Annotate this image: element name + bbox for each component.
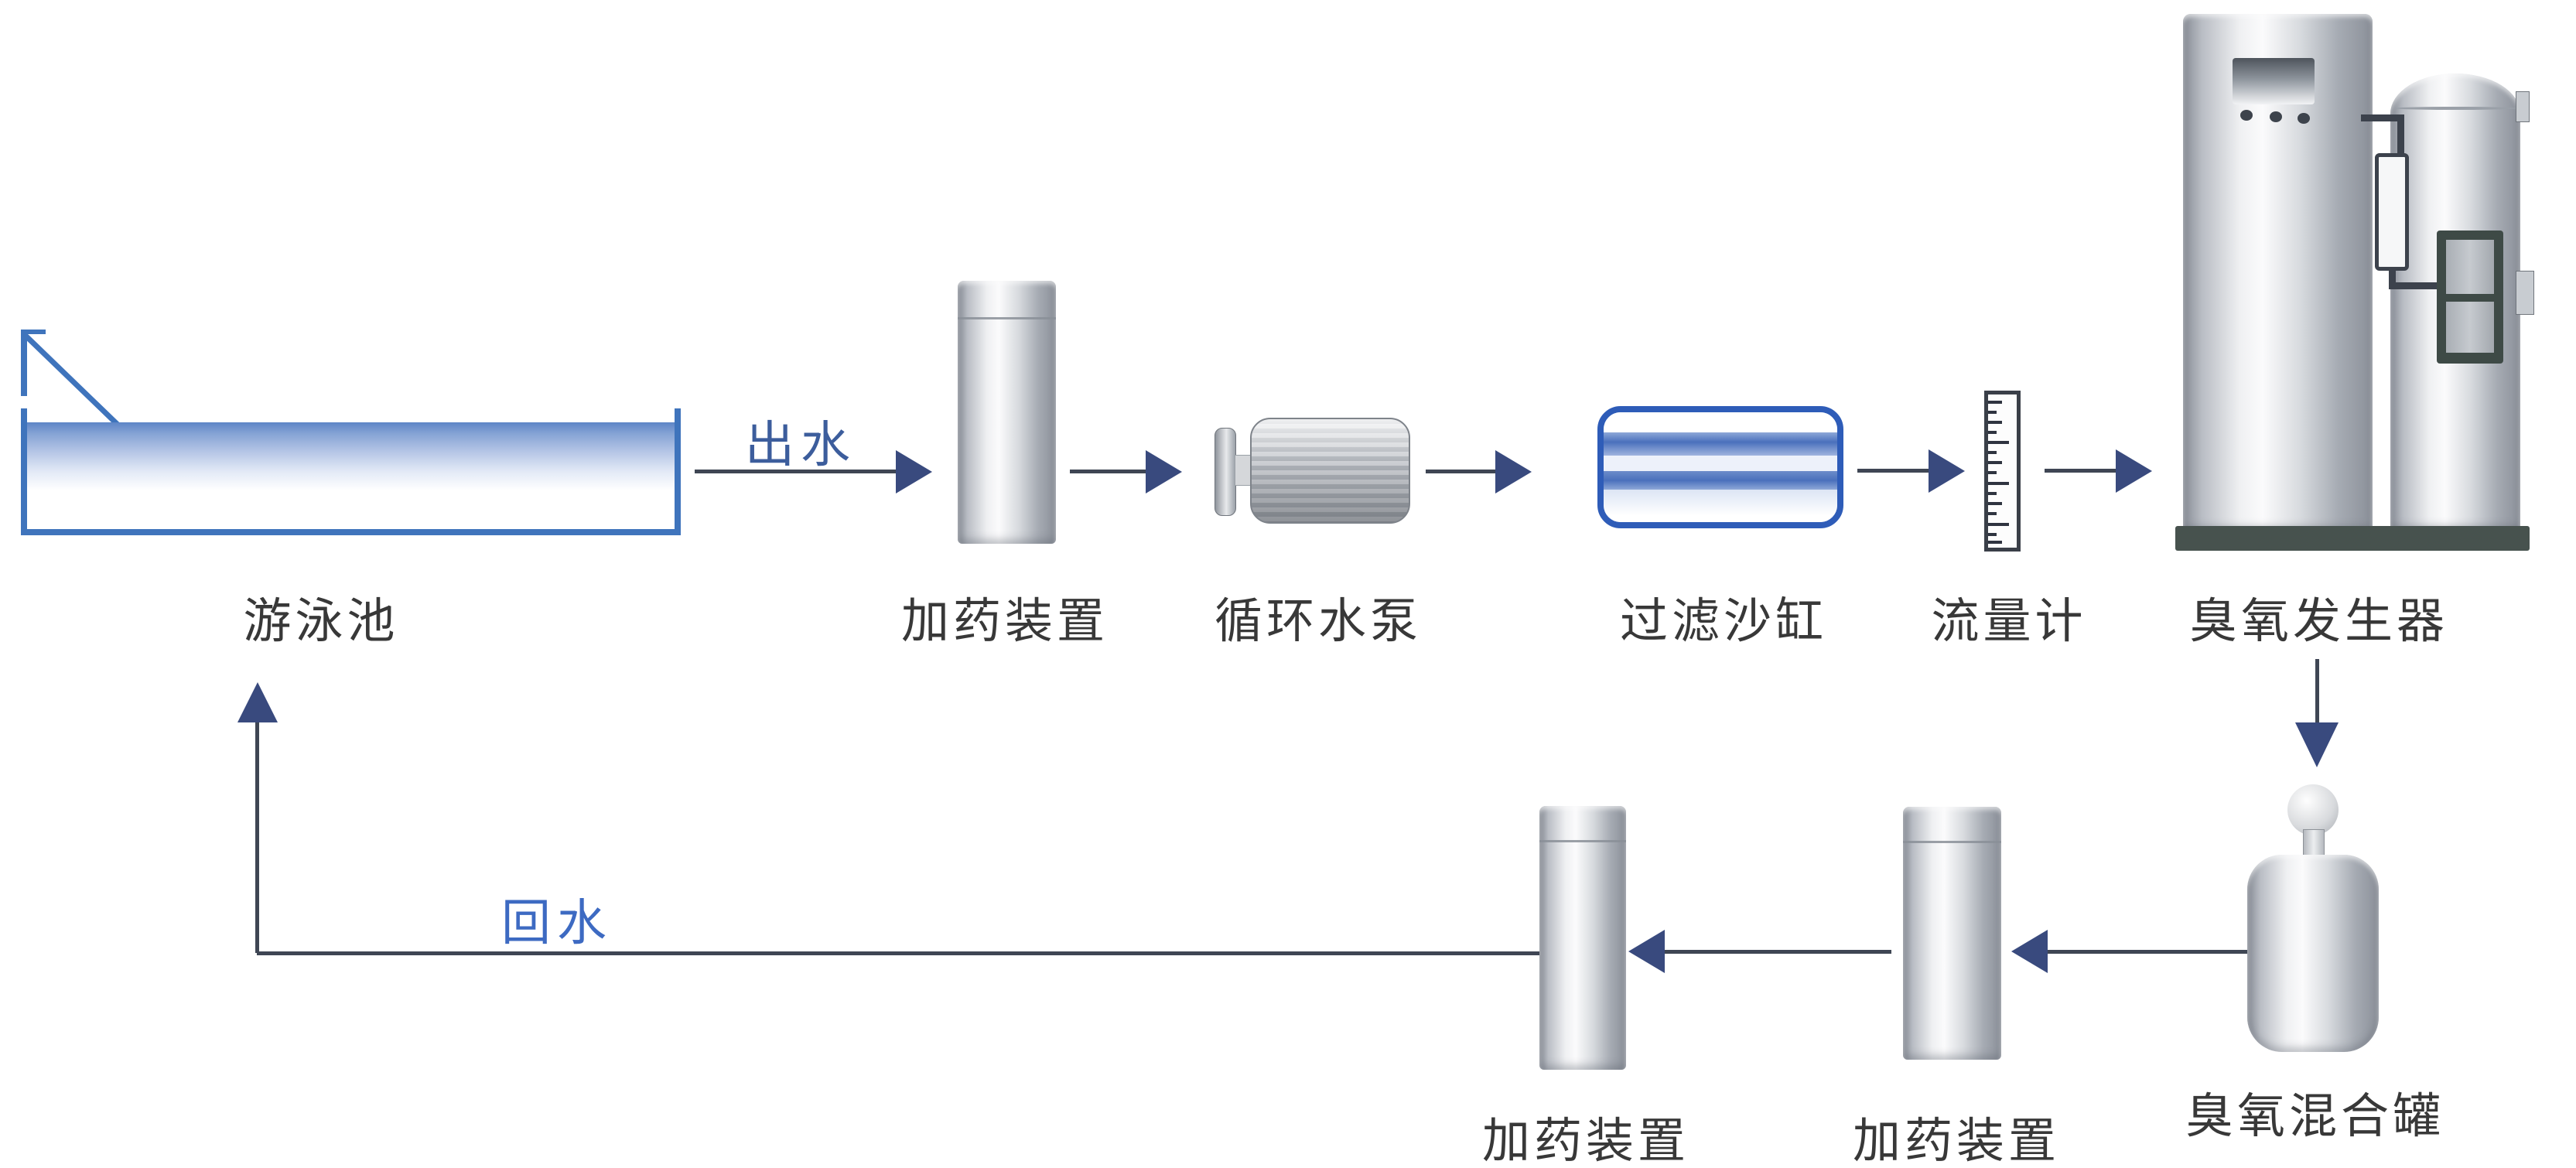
ozone-cage [2437,231,2503,364]
return-line-vertical [255,721,259,953]
ozone-pipe-top-horizontal [2361,114,2404,121]
return-water-label: 回水 [501,895,613,952]
ozone-control-panel [2233,58,2315,104]
mixing-tank-label: 臭氧混合罐 [2185,1088,2445,1144]
arrow-meter-to-ozone-head [2116,449,2152,493]
ozone-right-column-tab [2516,91,2530,122]
sand-filter-figure [1597,406,1843,528]
dosing-device-top-figure [958,281,1056,544]
ozone-sight-tube [2375,153,2409,271]
return-line-horizontal [257,951,1539,955]
arrow-pump-to-filter-line [1426,470,1497,473]
ozone-right-column-seam [2393,107,2517,110]
outlet-water-label: 出水 [745,417,856,474]
ozone-panel-dot-1 [2240,110,2253,121]
arrow-meter-to-ozone-line [2045,469,2117,473]
ozone-pipe-bottom-vertical [2389,269,2396,286]
pool-left-wall [21,408,27,535]
arrow-pool-to-dosing-head [896,450,932,493]
ozone-panel-dot-3 [2298,113,2310,124]
arrow-pool-to-dosing-line [695,470,897,473]
arrow-dosing-to-dosing-head [1628,930,1665,973]
arrow-ozone-to-mixer-line [2315,659,2319,724]
arrow-filter-to-meter-line [1857,469,1932,473]
dosing-device-bottom-right-figure [1903,807,2001,1060]
arrow-pump-to-filter-head [1495,450,1532,493]
pool-diving-post [21,331,27,396]
arrow-filter-to-meter-head [1929,449,1965,493]
pool-diving-post-cap [21,330,46,334]
dosing-device-bottom-mid-label: 加药装置 [1482,1112,1690,1168]
ozone-right-flange [2516,271,2534,315]
arrow-dosing-to-pump-head [1146,450,1182,493]
pool-label: 游泳池 [243,593,399,649]
arrow-mixer-to-dosing-head [2011,930,2048,973]
mixing-tank-ball-valve [2287,784,2339,835]
arrow-dosing-to-pump-line [1070,470,1147,473]
ozone-generator-label: 臭氧发生器 [2189,593,2449,649]
dosing-device-bottom-right-label: 加药装置 [1853,1112,2061,1168]
pump-shaft [1235,455,1252,486]
dosing-device-top-label: 加药装置 [901,593,1109,649]
dosing-device-bottom-mid-figure [1539,806,1626,1070]
pool-water [27,422,675,490]
mixing-tank-body [2247,855,2379,1052]
arrow-return-to-pool-head [237,682,278,722]
ozone-panel-dot-2 [2270,111,2282,122]
pump-body [1250,418,1410,524]
pump-flange [1215,428,1236,516]
flow-meter-figure [1984,391,2021,552]
pool-bottom-wall [21,529,681,535]
arrow-mixer-to-dosing-line [2046,950,2247,954]
arrow-ozone-to-mixer-head [2295,722,2339,767]
ozone-pipe-top-vertical [2397,114,2404,155]
flow-meter-label: 流量计 [1931,593,2087,649]
sand-filter-label: 过滤沙缸 [1620,593,1828,649]
pool-right-wall [675,408,681,535]
pump-label: 循环水泵 [1215,593,1423,649]
ozone-pipe-bottom-horizontal [2389,282,2475,289]
arrow-dosing-to-dosing-line [1663,950,1891,954]
ozone-base-bar [2175,526,2530,551]
